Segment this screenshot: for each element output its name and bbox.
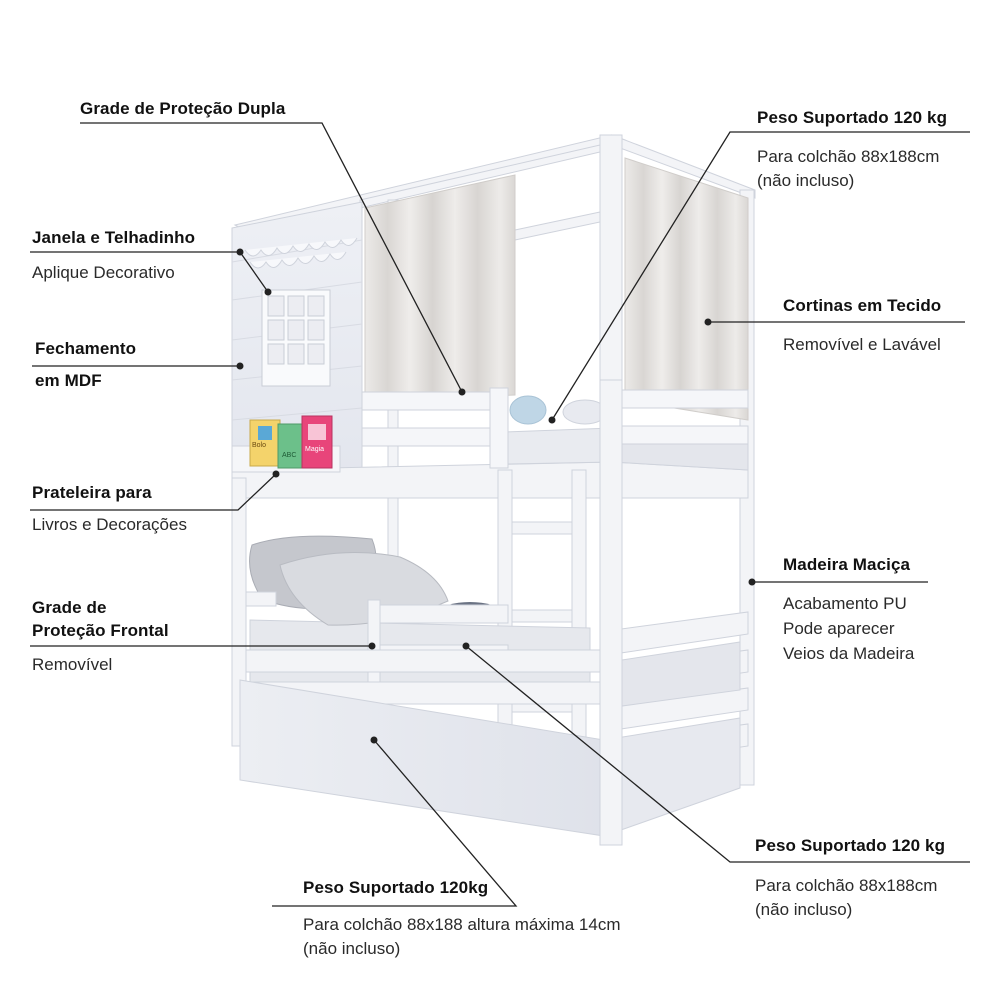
leader-dots [236, 248, 756, 744]
peso-bottom-title: Peso Suportado 120kg [303, 878, 489, 897]
peso-mid-sub1: Para colchão 88x188cm [755, 876, 938, 895]
peso-top-title: Peso Suportado 120 kg [757, 108, 948, 127]
peso-top-sub1: Para colchão 88x188cm [757, 147, 940, 166]
top-guard-rail [361, 387, 749, 469]
curtains [364, 157, 749, 421]
madeira-sub1: Acabamento PU [783, 594, 907, 613]
cortinas-sub: Removível e Lavável [783, 335, 941, 354]
leader-lines [30, 122, 970, 907]
peso-mid-title: Peso Suportado 120 kg [755, 836, 946, 855]
peso-mid-sub2: (não incluso) [755, 900, 853, 919]
janela-sub: Aplique Decorativo [32, 263, 175, 282]
fechamento-title: Fechamento [35, 339, 137, 358]
book-title-3: Magia [305, 446, 325, 453]
peso-top-sub2: (não incluso) [757, 171, 855, 190]
grade-frontal-title-2: Proteção Frontal [32, 621, 169, 640]
peso-bottom-sub1: Para colchão 88x188 altura máxima 14cm [303, 915, 621, 934]
madeira-title: Madeira Maciça [783, 555, 911, 574]
bookshelf [231, 415, 341, 473]
book-title-2: ABC [282, 452, 297, 459]
grade-frontal-title: Grade de [32, 598, 107, 617]
madeira-sub3: Veios da Madeira [783, 644, 915, 663]
prateleira-sub: Livros e Decorações [32, 515, 187, 534]
grade-frontal-sub: Removível [32, 655, 113, 674]
book-title-1: Bolo [252, 442, 267, 449]
fechamento-title-2: em MDF [35, 371, 102, 390]
peso-bottom-sub2: (não incluso) [303, 939, 401, 958]
mdf-panel [231, 201, 363, 479]
janela-title: Janela e Telhadinho [32, 228, 196, 247]
prateleira-title: Prateleira para [32, 483, 152, 502]
trundle-drawer [239, 679, 741, 837]
grade-dupla-title: Grade de Proteção Dupla [80, 99, 286, 118]
cortinas-title: Cortinas em Tecido [783, 296, 942, 315]
madeira-sub2: Pode aparecer [783, 619, 895, 638]
